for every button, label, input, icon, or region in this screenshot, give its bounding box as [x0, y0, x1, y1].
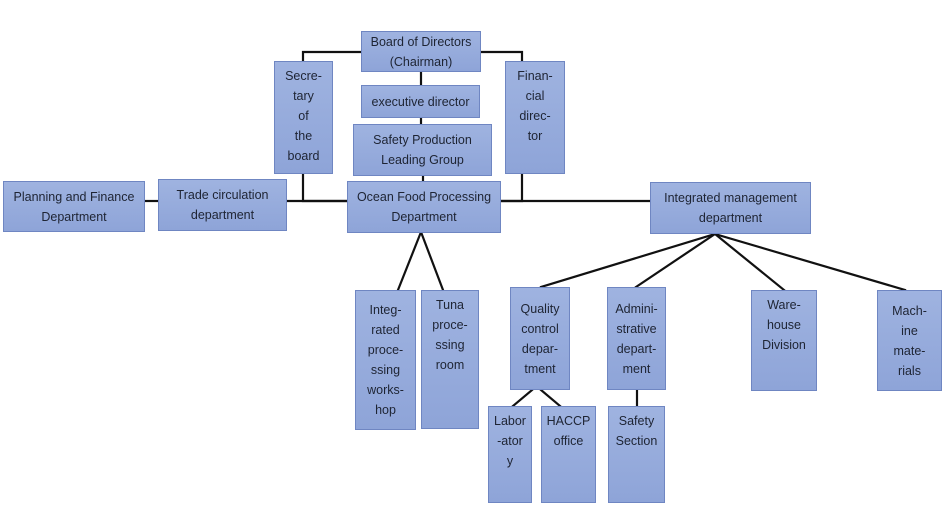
board-to-secretary-line — [301, 50, 362, 64]
ocean-food-processing-box: Ocean Food Processing Department — [347, 181, 501, 233]
safety-section-label: Safety Section — [615, 414, 658, 448]
secretary-to-ocean-line — [301, 172, 349, 203]
quality-to-haccp-line — [539, 388, 562, 408]
haccp-office-box: HACCP office — [541, 406, 596, 503]
secretary-box: Secre- tary of the board — [274, 61, 333, 174]
ocean-to-tuna-line — [419, 230, 445, 292]
financial-director-box: Finan- cial direc- tor — [505, 61, 565, 174]
machine-materials-label: Mach- ine mate- rials — [892, 303, 927, 378]
trade-circulation-label: Trade circulation department — [176, 188, 269, 222]
ocean-to-workshop-line — [396, 230, 423, 292]
mgmt-to-admin-line — [634, 232, 717, 289]
planning-finance-box: Planning and Finance Department — [3, 181, 145, 232]
secretary-label: Secre- tary of the board — [285, 69, 322, 163]
haccp-office-label: HACCP office — [546, 414, 591, 448]
mgmt-to-warehouse-line — [713, 232, 786, 292]
quality-control-label: Quality control depar- tment — [520, 301, 560, 376]
administrative-label: Admini- strative depart- ment — [615, 301, 658, 376]
quality-to-lab-line — [511, 388, 534, 408]
planning-finance-label: Planning and Finance Department — [13, 189, 135, 224]
ocean-food-processing-label: Ocean Food Processing Department — [356, 190, 492, 224]
integrated-workshop-label: Integ- rated proce- ssing works- hop — [367, 303, 404, 417]
board-of-directors-label: Board of Directors (Chairman) — [370, 34, 472, 69]
tuna-processing-label: Tuna proce- ssing room — [432, 298, 468, 372]
executive-director-label: executive director — [371, 94, 470, 109]
safety-production-group-box: Safety Production Leading Group — [353, 124, 492, 176]
warehouse-box: Ware- house Division — [751, 290, 817, 391]
integrated-management-label: Integrated management department — [664, 191, 797, 225]
mgmt-to-machine-line — [713, 232, 907, 292]
warehouse-label: Ware- house Division — [762, 298, 806, 352]
tuna-processing-box: Tuna proce- ssing room — [421, 290, 479, 429]
laboratory-label: Labor -ator y — [494, 414, 526, 468]
integrated-workshop-box: Integ- rated proce- ssing works- hop — [355, 290, 416, 430]
quality-control-box: Quality control depar- tment — [510, 287, 570, 390]
integrated-management-box: Integrated management department — [650, 182, 811, 234]
laboratory-box: Labor -ator y — [488, 406, 532, 503]
financial-to-ocean-line — [499, 172, 524, 203]
board-of-directors-box: Board of Directors (Chairman) — [361, 31, 481, 72]
executive-director-box: executive director — [361, 85, 480, 118]
trade-circulation-box: Trade circulation department — [158, 179, 287, 231]
safety-production-group-label: Safety Production Leading Group — [373, 133, 472, 167]
safety-section-box: Safety Section — [608, 406, 665, 503]
machine-materials-box: Mach- ine mate- rials — [877, 290, 942, 391]
financial-director-label: Finan- cial direc- tor — [517, 69, 553, 143]
administrative-box: Admini- strative depart- ment — [607, 287, 666, 390]
mgmt-to-quality-line — [539, 232, 717, 289]
board-to-financial-line — [479, 50, 524, 64]
